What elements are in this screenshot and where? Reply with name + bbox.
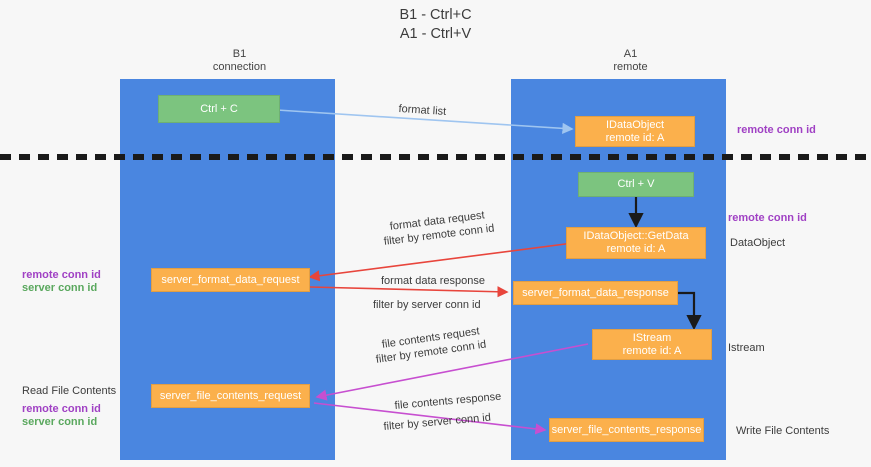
label-file-contents-response-filter-prefix: filter by [383,417,423,433]
label-file-contents-response-filter-key: server conn id [421,411,492,430]
column-right-role: remote [613,61,648,73]
box-getdata-title: IDataObject::GetData [583,230,689,242]
box-istream-title: IStream [632,331,672,344]
label-file-contents-response: file contents response [394,390,502,412]
side-label-left-bottom-server-conn-id: server conn id [22,416,98,428]
column-header-left: B1 connection [152,48,327,74]
box-ctrl-v[interactable]: Ctrl + V [578,172,694,197]
box-server-format-data-response[interactable]: server_format_data_response [513,281,678,305]
box-server-file-contents-response[interactable]: server_file_contents_response [549,418,704,442]
side-label-dataobject: DataObject [730,237,786,249]
side-label-left-remote-conn-id: remote conn id [22,269,101,281]
label-format-data-response-filter-key: server conn id [411,299,481,311]
column-right-name: A1 [623,48,638,60]
box-server-file-contents-request[interactable]: server_file_contents_request [151,384,310,408]
side-label-left-bottom-remote-conn-id: remote conn id [22,403,101,415]
side-label-istream: Istream [728,342,765,354]
label-format-list: format list [398,102,447,118]
title-line-2: A1 - Ctrl+V [399,26,472,42]
box-idataobject[interactable]: IDataObject remote id: A [575,116,695,147]
label-format-data-response-filter-prefix: filter by [373,299,412,311]
side-label-left-server-conn-id: server conn id [22,282,98,294]
side-label-remote-conn-id-top: remote conn id [737,124,816,136]
page-title: B1 - Ctrl+C A1 - Ctrl+V [0,6,871,44]
box-server-file-contents-request-label: server_file_contents_request [159,389,302,402]
side-label-read-file-contents: Read File Contents [22,385,117,397]
side-label-write-file-contents: Write File Contents [736,425,830,437]
box-server-format-data-response-label: server_format_data_response [522,286,669,299]
label-file-contents-request-filter-prefix: filter by [375,348,415,366]
box-ctrl-c[interactable]: Ctrl + C [158,95,280,123]
phase-separator [0,154,871,160]
label-file-contents-response-filter: filter by server conn id [383,411,491,434]
box-server-format-data-request-label: server_format_data_request [161,273,300,286]
label-format-data-response-filter: filter by server conn id [373,298,481,312]
box-istream-subtitle: remote id: A [622,344,682,357]
side-label-remote-conn-id-mid: remote conn id [728,212,807,224]
box-idataobject-subtitle: remote id: A [605,131,665,144]
box-ctrl-v-label: Ctrl + V [617,178,655,190]
box-server-format-data-request[interactable]: server_format_data_request [151,268,310,292]
label-format-data-response: format data response [381,275,485,287]
column-left-name: B1 [232,48,247,60]
box-server-file-contents-response-label: server_file_contents_response [551,423,702,436]
box-getdata-subtitle: remote id: A [606,243,666,255]
label-format-data-request-filter-prefix: filter by [383,231,423,248]
title-line-1: B1 - Ctrl+C [399,7,472,23]
column-left-role: connection [212,61,267,73]
box-idataobject-title: IDataObject [605,118,665,131]
box-istream[interactable]: IStream remote id: A [592,329,712,360]
box-getdata[interactable]: IDataObject::GetData remote id: A [566,227,706,259]
column-header-right: A1 remote [543,48,718,74]
box-ctrl-c-label: Ctrl + C [200,102,238,115]
